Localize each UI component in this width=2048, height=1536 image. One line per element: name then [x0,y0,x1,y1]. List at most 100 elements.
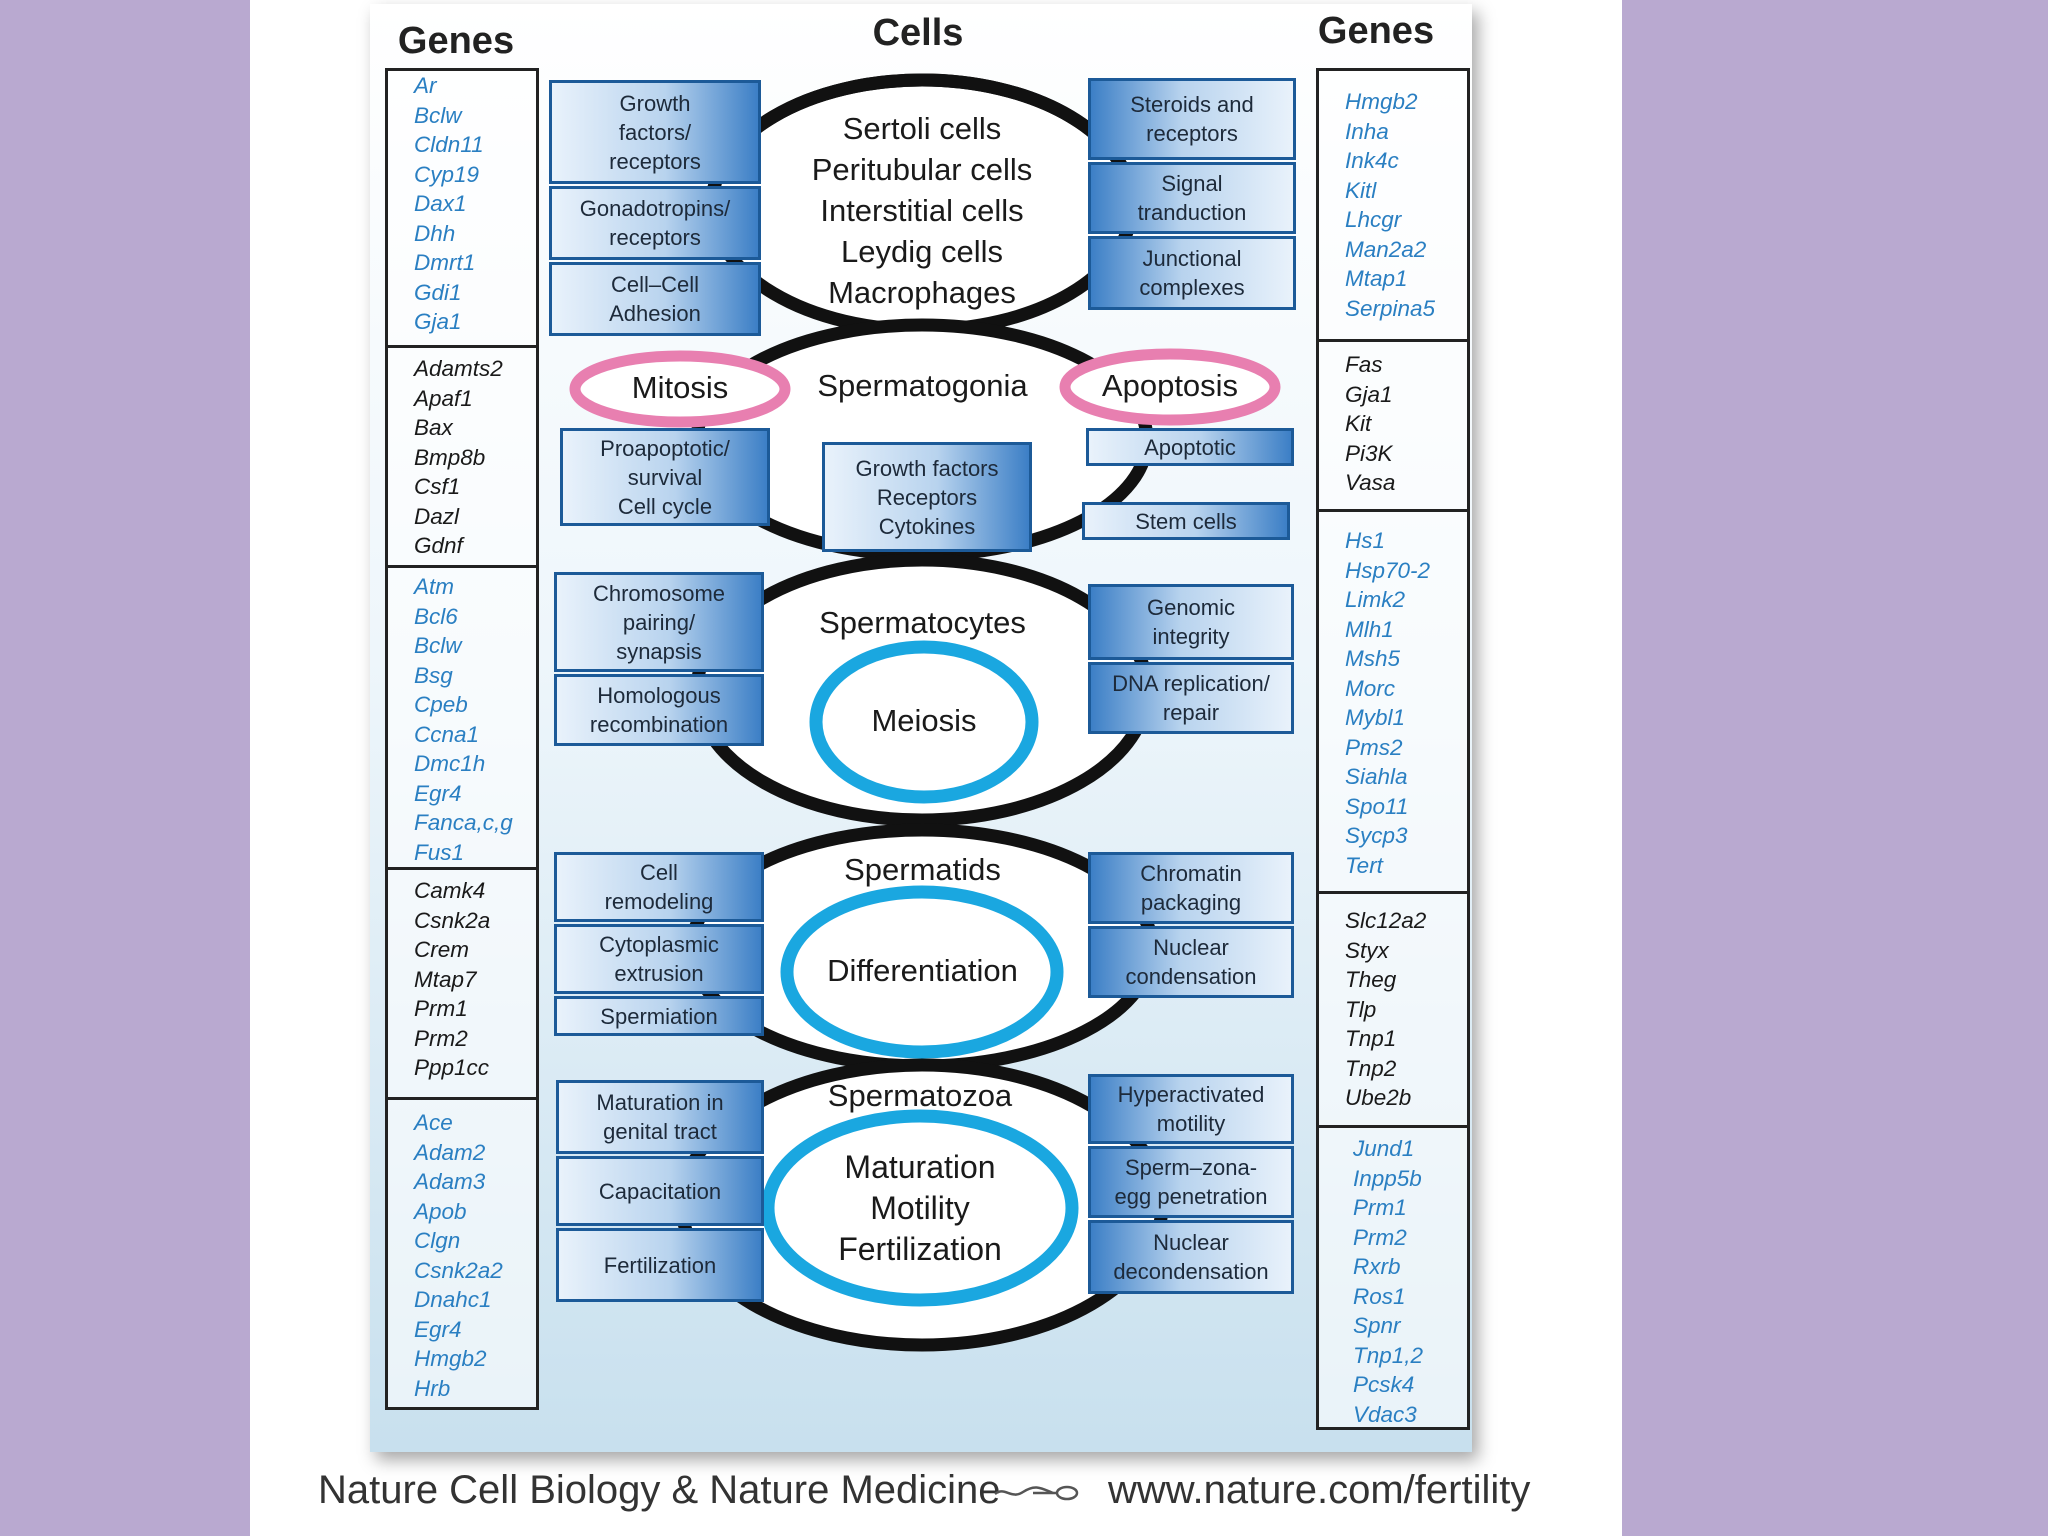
box-junctional-complexes: Junctional complexes [1088,236,1296,310]
maturation-ring [761,1109,1079,1307]
box-nuclear-decondensation: Nuclear decondensation [1088,1220,1294,1294]
gene-item: Csnk2a [414,907,491,933]
spermatocytes-label: Spermatocytes [819,605,1026,640]
gene-item: Tnp1 [1345,1026,1397,1051]
gene-item: Slc12a2 [1345,908,1427,933]
gene-group-left-1: Ar Bclw Cldn11 Cyp19 Dax1 Dhh Dmrt1 Gdi1… [388,71,536,345]
box-apoptotic: Apoptotic [1086,428,1294,466]
gene-item: Hmgb2 [1345,89,1418,114]
gene-group-right-1: Hmgb2 Inha Ink4c Kitl Lhcgr Man2a2 Mtap1… [1319,71,1467,339]
gene-item: Bclw [414,102,462,128]
gene-item: Adam3 [414,1169,486,1194]
box-gonadotropins-receptors: Gonadotropins/ receptors [549,186,761,260]
gene-item: Gdnf [414,533,463,558]
apoptosis-ring [1059,348,1281,426]
gene-item: Gdi1 [414,279,462,305]
box-dna-replication-repair: DNA replication/ repair [1088,662,1294,734]
gene-item: Inha [1345,118,1389,144]
gene-item: Theg [1345,967,1397,992]
gene-item: Bcl6 [414,603,458,629]
gene-item: Hsp70-2 [1345,557,1431,583]
gene-item: Tert [1345,852,1383,878]
gene-item: Prm2 [414,1025,468,1051]
gene-group-left-2: Adamts2 Apaf1 Bax Bmp8b Csf1 Dazl Gdnf [388,345,536,565]
gene-item: Prm2 [1353,1224,1407,1250]
gene-group-right-5: Jund1 Inpp5b Prm1 Prm2 Rxrb Ros1 Spnr Tn… [1319,1125,1467,1427]
gene-item: Mtap1 [1345,266,1408,291]
gene-item: Egr4 [414,1316,462,1342]
gene-item: Apaf1 [414,385,473,411]
gene-group-right-2: Fas Gja1 Kit Pi3K Vasa [1319,339,1467,509]
box-maturation-genital-tract: Maturation in genital tract [556,1080,764,1154]
gene-group-right-3: Hs1 Hsp70-2 Limk2 Mlh1 Msh5 Morc Mybl1 P… [1319,509,1467,891]
spermatozoa-label: Spermatozoa [827,1078,1013,1113]
mitosis-label: Mitosis [631,370,729,405]
gene-item: Kitl [1345,177,1377,203]
figure-caption: Nature Cell Biology & Nature Medicine ww… [318,1468,1530,1513]
gene-item: Bax [414,415,453,440]
gene-item: Cldn11 [414,132,484,157]
gene-item: Mlh1 [1345,616,1394,642]
differentiation-ring [780,885,1064,1059]
gene-item: Kit [1345,411,1372,436]
mitosis-ring [569,350,791,428]
gene-item: Ros1 [1353,1283,1406,1309]
gene-item: Morc [1345,675,1395,701]
gene-column-left: Ar Bclw Cldn11 Cyp19 Dax1 Dhh Dmrt1 Gdi1… [385,68,539,1410]
gene-item: Ace [414,1110,453,1135]
gene-item: Serpina5 [1345,295,1436,321]
gene-item: Prm1 [414,996,468,1021]
gene-item: Sycp3 [1345,823,1408,848]
gene-item: Hs1 [1345,528,1386,553]
box-proapoptotic-survival: Proapoptotic/ survival Cell cycle [560,428,770,526]
cells-header: Cells [872,12,964,54]
gene-item: Egr4 [414,780,462,806]
gene-item: Fanca,c,g [414,810,513,835]
gene-item: Dhh [414,220,456,246]
gene-item: Prm1 [1353,1195,1407,1220]
box-genomic-integrity: Genomic integrity [1088,584,1294,660]
gene-item: Lhcgr [1345,207,1402,232]
box-homologous-recombination: Homologous recombination [554,674,764,746]
spermatids-label: Spermatids [844,852,1001,887]
somatic-cells-list: Sertoli cells Peritubular cells Intersti… [772,108,1072,313]
cell-type-item: Peritubular cells [811,152,1033,187]
box-growth-factors-receptors: Growth factors/ receptors [549,80,761,184]
gene-column-right: Hmgb2 Inha Ink4c Kitl Lhcgr Man2a2 Mtap1… [1316,68,1470,1430]
genes-left-header: Genes [397,20,515,62]
gene-item: Csf1 [414,474,461,499]
gene-item: Pi3K [1345,440,1393,466]
cell-type-item: Leydig cells [841,234,1003,269]
box-cell-remodeling: Cell remodeling [554,852,764,922]
gene-item: Siahla [1345,764,1408,789]
gene-group-left-4: Camk4 Csnk2a Crem Mtap7 Prm1 Prm2 Ppp1cc [388,867,536,1097]
meiosis-ring [809,640,1039,804]
gene-item: Ccna1 [414,721,480,747]
gene-item: Clgn [414,1228,461,1253]
gene-item: Ppp1cc [414,1055,490,1080]
apoptosis-label: Apoptosis [1101,368,1239,403]
gene-item: Msh5 [1345,646,1401,671]
gene-item: Bmp8b [414,444,486,470]
cell-type-item: Interstitial cells [820,193,1024,228]
box-chromosome-pairing: Chromosome pairing/ synapsis [554,572,764,672]
gene-item: Styx [1345,937,1389,963]
gene-item: Bsg [414,662,453,688]
gene-item: Dmc1h [414,751,486,776]
box-stem-cells: Stem cells [1082,502,1290,540]
box-fertilization: Fertilization [556,1228,764,1302]
genes-right-header: Genes [1317,10,1435,52]
box-hyperactivated-motility: Hyperactivated motility [1088,1074,1294,1144]
gene-item: Gja1 [1345,381,1393,407]
gene-item: Spo11 [1345,793,1409,819]
gene-item: Pms2 [1345,734,1403,760]
box-steroids-receptors: Steroids and receptors [1088,78,1296,160]
box-chromatin-packaging: Chromatin packaging [1088,852,1294,924]
gene-item: Dazl [414,503,460,529]
gene-item: Ink4c [1345,148,1399,173]
caption-url: www.nature.com/fertility [1108,1468,1531,1512]
sperm-icon [994,1485,1079,1501]
caption-journals: Nature Cell Biology & Nature Medicine [318,1468,1001,1512]
gene-item: Hmgb2 [414,1346,487,1371]
box-sperm-zona-penetration: Sperm–zona- egg penetration [1088,1146,1294,1218]
